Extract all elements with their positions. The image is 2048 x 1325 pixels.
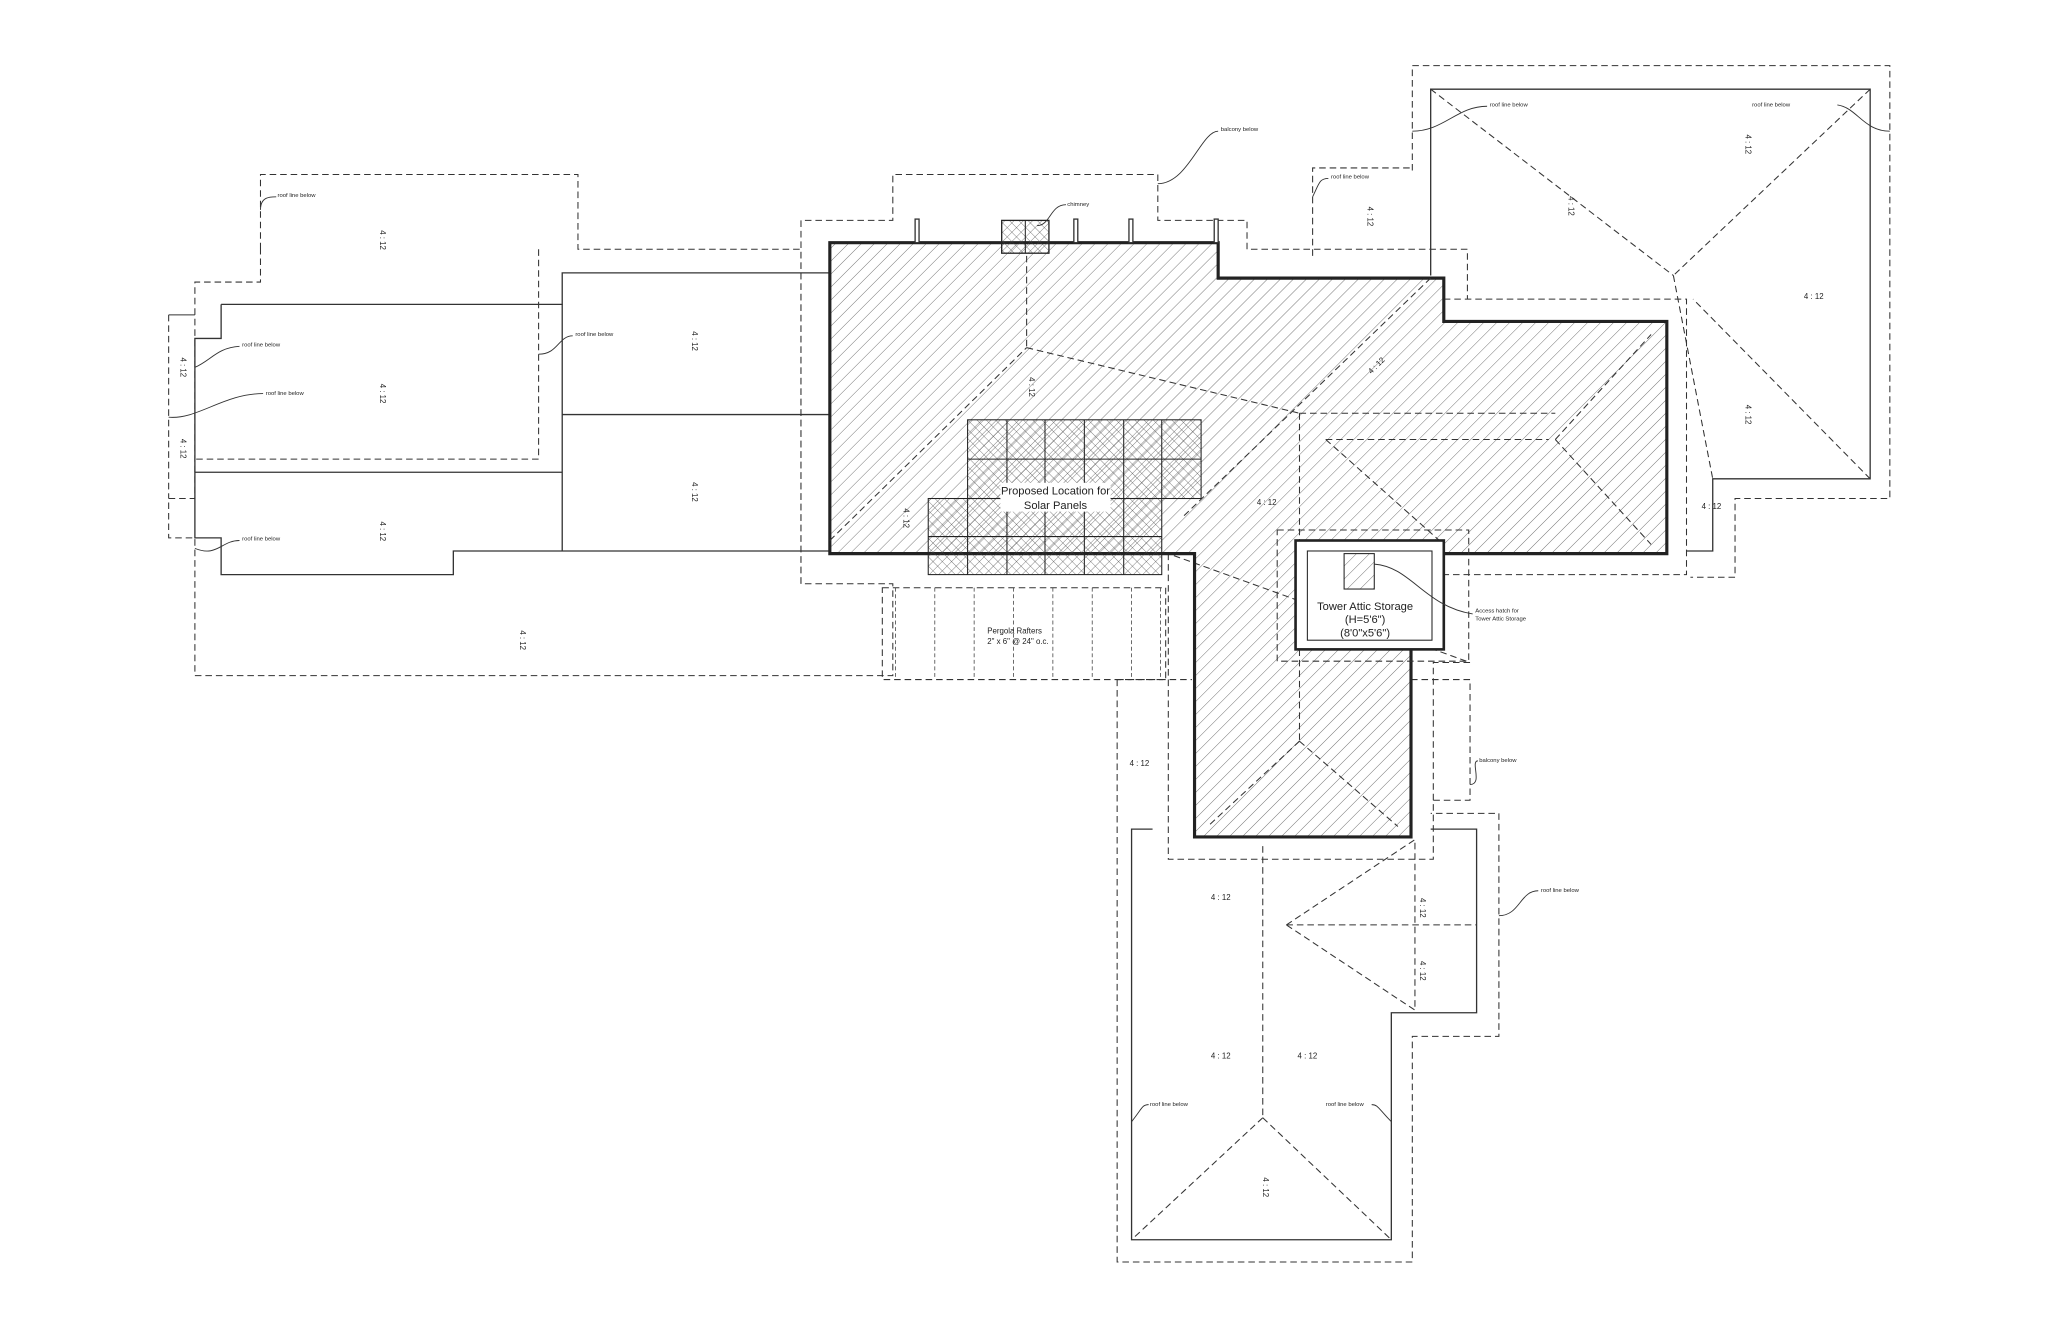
pitch-label: 4 : 12: [1366, 207, 1375, 227]
pergola-label-line2: 2" x 6" @ 24" o.c.: [987, 637, 1048, 646]
pitch-label: 4 : 12: [378, 521, 387, 541]
roof-line-label: roof line below: [1331, 174, 1370, 180]
bottom-wing: [1116, 679, 1500, 1263]
pitch-label: 4 : 12: [178, 357, 187, 377]
roof-line-label: roof line below: [1541, 888, 1580, 894]
roof-line-label: roof line below: [278, 193, 317, 199]
balcony-label: balcony below: [1479, 758, 1517, 764]
main-roof: [800, 173, 1669, 860]
left-wing: [168, 173, 894, 677]
pitch-label: 4 : 12: [1744, 134, 1753, 154]
tower-label-line2: (H=5'6"): [1345, 614, 1386, 626]
pitch-label: 4 : 12: [1566, 196, 1575, 216]
access-hatch-line2: Tower Attic Storage: [1475, 617, 1526, 623]
pitch-label: 4 : 12: [1027, 377, 1036, 397]
roof-line-label: roof line below: [242, 536, 281, 542]
solar-label-line2: Solar Panels: [1024, 500, 1088, 512]
tower-label-line3: (8'0"x5'6"): [1340, 627, 1390, 639]
pitch-label: 4 : 12: [1257, 498, 1277, 507]
pitch-label: 4 : 12: [690, 482, 699, 502]
access-hatch-line1: Access hatch for: [1475, 609, 1519, 615]
chimney-label: chimney: [1067, 202, 1089, 208]
tower-label-line1: Tower Attic Storage: [1317, 601, 1413, 613]
roof-line-label: roof line below: [575, 332, 614, 338]
pitch-label: 4 : 12: [1261, 1177, 1270, 1197]
pitch-label: 4 : 12: [1702, 502, 1722, 511]
pergola-rafters: [881, 587, 1167, 681]
pitch-label: 4 : 12: [1418, 898, 1427, 918]
pitch-label: 4 : 12: [178, 439, 187, 459]
roof-line-label: roof line below: [1326, 1102, 1365, 1108]
pitch-label: 4 : 12: [690, 331, 699, 351]
leader-lines: [168, 104, 1890, 1122]
right-wing: [1312, 65, 1891, 578]
roof-line-label: roof line below: [1150, 1102, 1189, 1108]
roof-line-label: roof line below: [1752, 102, 1791, 108]
pitch-label: 4 : 12: [1211, 893, 1231, 902]
pitch-label: 4 : 12: [1130, 759, 1150, 768]
roof-line-label: roof line below: [266, 391, 305, 397]
pitch-label: 4 : 12: [901, 508, 910, 528]
pitch-label: 4 : 12: [378, 384, 387, 404]
solar-panel-array: [927, 419, 1202, 576]
solar-label-line1: Proposed Location for: [1001, 486, 1110, 498]
tower-attic-storage: [1276, 529, 1473, 662]
pitch-label: 4 : 12: [1298, 1052, 1318, 1061]
pitch-label: 4 : 12: [1211, 1052, 1231, 1061]
pitch-label: 4 : 12: [1804, 292, 1824, 301]
roof-line-label: roof line below: [242, 342, 281, 348]
annotations: Proposed Location for Solar Panels Pergo…: [178, 102, 1823, 1197]
pitch-label: 4 : 12: [1744, 405, 1753, 425]
pitch-label: 4 : 12: [518, 630, 527, 650]
pergola-label-line1: Pergola Rafters: [987, 627, 1042, 636]
balcony-label: balcony below: [1221, 127, 1259, 133]
chimney: [1001, 219, 1050, 254]
pitch-label: 4 : 12: [1418, 961, 1427, 981]
roof-line-label: roof line below: [1490, 102, 1529, 108]
pitch-label: 4 : 12: [378, 230, 387, 250]
